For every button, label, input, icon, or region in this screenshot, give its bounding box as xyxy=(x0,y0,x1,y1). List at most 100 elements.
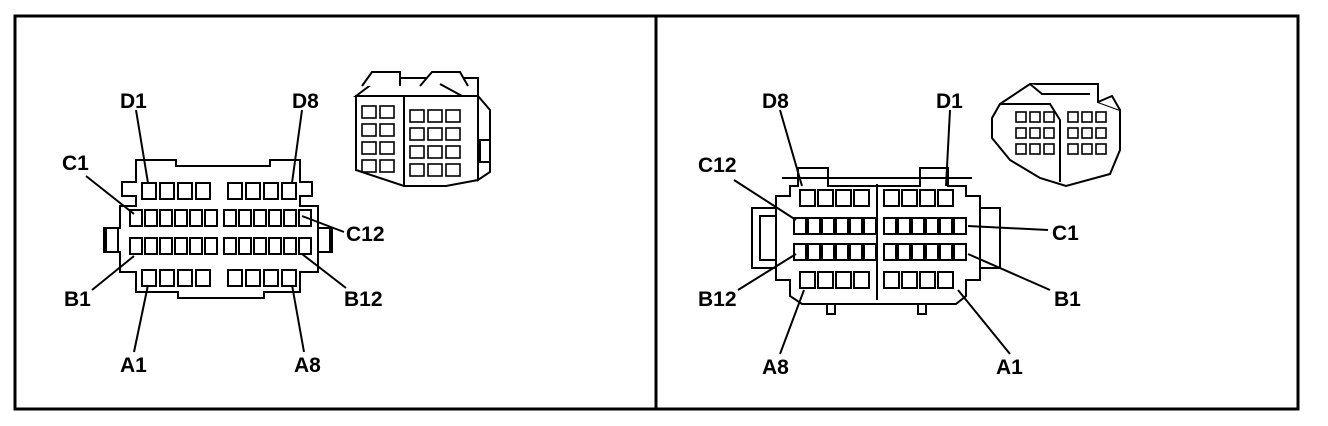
cavity xyxy=(863,243,877,261)
iso-cavity xyxy=(1043,111,1055,123)
left-leader-d8 xyxy=(291,109,303,184)
cavity xyxy=(911,217,925,235)
left-leader-d1 xyxy=(135,109,149,184)
iso-cavity xyxy=(1095,143,1107,155)
cavity xyxy=(281,182,297,200)
cavity xyxy=(821,243,835,261)
iso-cavity xyxy=(427,127,443,141)
cavity xyxy=(281,269,297,287)
right-connector-body xyxy=(775,167,981,305)
cavity xyxy=(174,209,188,227)
cavity xyxy=(953,243,967,261)
left-cavity-grid xyxy=(129,182,312,287)
cavity xyxy=(223,209,237,227)
iso-cavity xyxy=(361,105,377,119)
iso-cavity xyxy=(445,127,461,141)
cavity xyxy=(953,217,967,235)
cavity xyxy=(238,237,252,255)
cavity xyxy=(793,217,807,235)
left-leader-b1 xyxy=(91,255,135,291)
iso-cavity xyxy=(1081,143,1093,155)
left-leader-a1 xyxy=(133,284,149,353)
iso-cavity xyxy=(1081,111,1093,123)
right-leader-lines xyxy=(733,109,1051,355)
iso-cavity xyxy=(1067,143,1079,155)
iso-cavity xyxy=(427,163,443,177)
iso-cavity xyxy=(427,145,443,159)
cavity xyxy=(835,271,852,289)
iso-cavity xyxy=(1029,111,1041,123)
right-label-c12: C12 xyxy=(698,154,737,177)
left-connector-3d-view xyxy=(353,71,491,187)
iso-cavity xyxy=(1015,143,1027,155)
cavity xyxy=(204,237,218,255)
cavity xyxy=(937,271,954,289)
cavity xyxy=(925,217,939,235)
right-latch-left xyxy=(751,207,777,269)
right-label-d1: D1 xyxy=(936,90,963,113)
cavity xyxy=(227,182,243,200)
cavity xyxy=(799,189,816,207)
left-ear-left xyxy=(103,227,119,253)
cavity xyxy=(911,243,925,261)
cavity xyxy=(939,217,953,235)
cavity xyxy=(195,182,211,200)
left-label-b12: B12 xyxy=(344,288,383,311)
cavity xyxy=(263,182,279,200)
cavity xyxy=(835,217,849,235)
right-leader-a8 xyxy=(779,289,805,355)
cavity xyxy=(268,237,282,255)
right-label-c1: C1 xyxy=(1052,222,1079,245)
cavity xyxy=(849,243,863,261)
cavity xyxy=(897,217,911,235)
iso-cavity xyxy=(1015,127,1027,139)
cavity xyxy=(835,189,852,207)
cavity xyxy=(189,209,203,227)
iso-cavity xyxy=(445,163,461,177)
cavity xyxy=(817,271,834,289)
iso-cavity xyxy=(427,109,443,123)
left-leader-c1 xyxy=(85,175,135,215)
iso-cavity xyxy=(379,159,395,173)
right-leader-a1 xyxy=(957,289,1011,355)
cavity xyxy=(283,209,297,227)
cavity xyxy=(919,189,936,207)
left-label-c12: C12 xyxy=(346,223,385,246)
left-label-d1: D1 xyxy=(120,90,147,113)
cavity xyxy=(253,237,267,255)
iso-cavity xyxy=(1029,143,1041,155)
iso-cavity xyxy=(409,145,425,159)
right-connector-rear-view xyxy=(751,167,1001,315)
cavity xyxy=(204,209,218,227)
left-label-c1: C1 xyxy=(62,152,89,175)
cavity xyxy=(807,217,821,235)
right-leader-b1 xyxy=(967,253,1051,291)
cavity xyxy=(298,237,312,255)
iso-cavity xyxy=(1043,143,1055,155)
cavity xyxy=(253,209,267,227)
cavity xyxy=(939,243,953,261)
cavity xyxy=(141,269,157,287)
cavity xyxy=(245,182,261,200)
cavity xyxy=(835,243,849,261)
iso-cavity xyxy=(379,105,395,119)
left-leader-c12 xyxy=(301,215,345,233)
cavity xyxy=(799,271,816,289)
cavity xyxy=(883,189,900,207)
left-ear-right xyxy=(317,227,333,253)
iso-cavity xyxy=(361,123,377,137)
right-leader-c1 xyxy=(967,225,1049,231)
cavity xyxy=(298,209,312,227)
left-labels: D1 D8 C1 C12 B1 B12 A1 A8 xyxy=(62,90,385,377)
iso-cavity xyxy=(445,109,461,123)
iso-cavity xyxy=(361,141,377,155)
cavity xyxy=(901,189,918,207)
left-leader-b12 xyxy=(301,253,347,289)
cavity xyxy=(883,271,900,289)
cavity xyxy=(159,237,173,255)
iso-cavity xyxy=(379,141,395,155)
left-connector-body xyxy=(105,159,331,299)
right-latch-right xyxy=(979,207,1001,269)
right-label-b12: B12 xyxy=(698,288,737,311)
right-label-a1: A1 xyxy=(996,356,1023,379)
